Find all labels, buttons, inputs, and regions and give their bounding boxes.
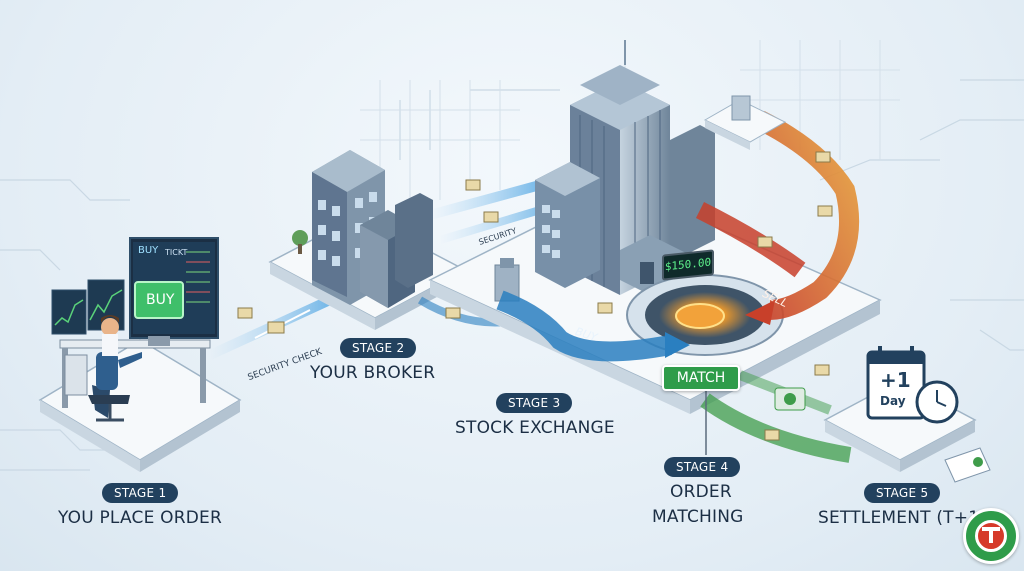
calendar-plus: +1 (880, 368, 911, 392)
stage3-badge: STAGE 3 (496, 393, 573, 413)
stage4-badge: STAGE 4 (664, 457, 741, 477)
screen-ticker-header: TICKT (165, 248, 188, 257)
price-ticker: $150.00 (662, 249, 714, 281)
stage4-title-line1: ORDER (670, 482, 732, 502)
clock-icon (915, 380, 959, 424)
stage5-badge: STAGE 5 (864, 483, 941, 503)
stage1-title: YOU PLACE ORDER (58, 508, 222, 528)
top-platform (703, 95, 787, 150)
envelope-icon (237, 151, 833, 441)
screen-buy-header: BUY (138, 245, 159, 256)
stage5-title: SETTLEMENT (T+1) (818, 508, 987, 528)
stage4-title-line2: MATCHING (652, 507, 744, 527)
trader-desk (51, 237, 219, 408)
sell-path (695, 111, 860, 325)
stage2-title: YOUR BROKER (310, 363, 436, 383)
logo-icon (963, 508, 1019, 564)
buy-button[interactable]: BUY (146, 292, 175, 308)
stage3-title: STOCK EXCHANGE (455, 418, 615, 438)
exchange-building (535, 40, 715, 300)
stage2-badge: STAGE 2 (340, 338, 417, 358)
broker-building (292, 150, 433, 308)
stage1-badge: STAGE 1 (102, 483, 179, 503)
calendar-day: Day (880, 394, 906, 408)
document-icon (944, 447, 991, 483)
buy-path (496, 290, 690, 362)
stage1-platform (38, 339, 242, 472)
trader-person (88, 315, 142, 422)
dollar-icon (774, 387, 806, 411)
calendar-icon (866, 346, 926, 420)
match-badge: MATCH (662, 365, 740, 391)
